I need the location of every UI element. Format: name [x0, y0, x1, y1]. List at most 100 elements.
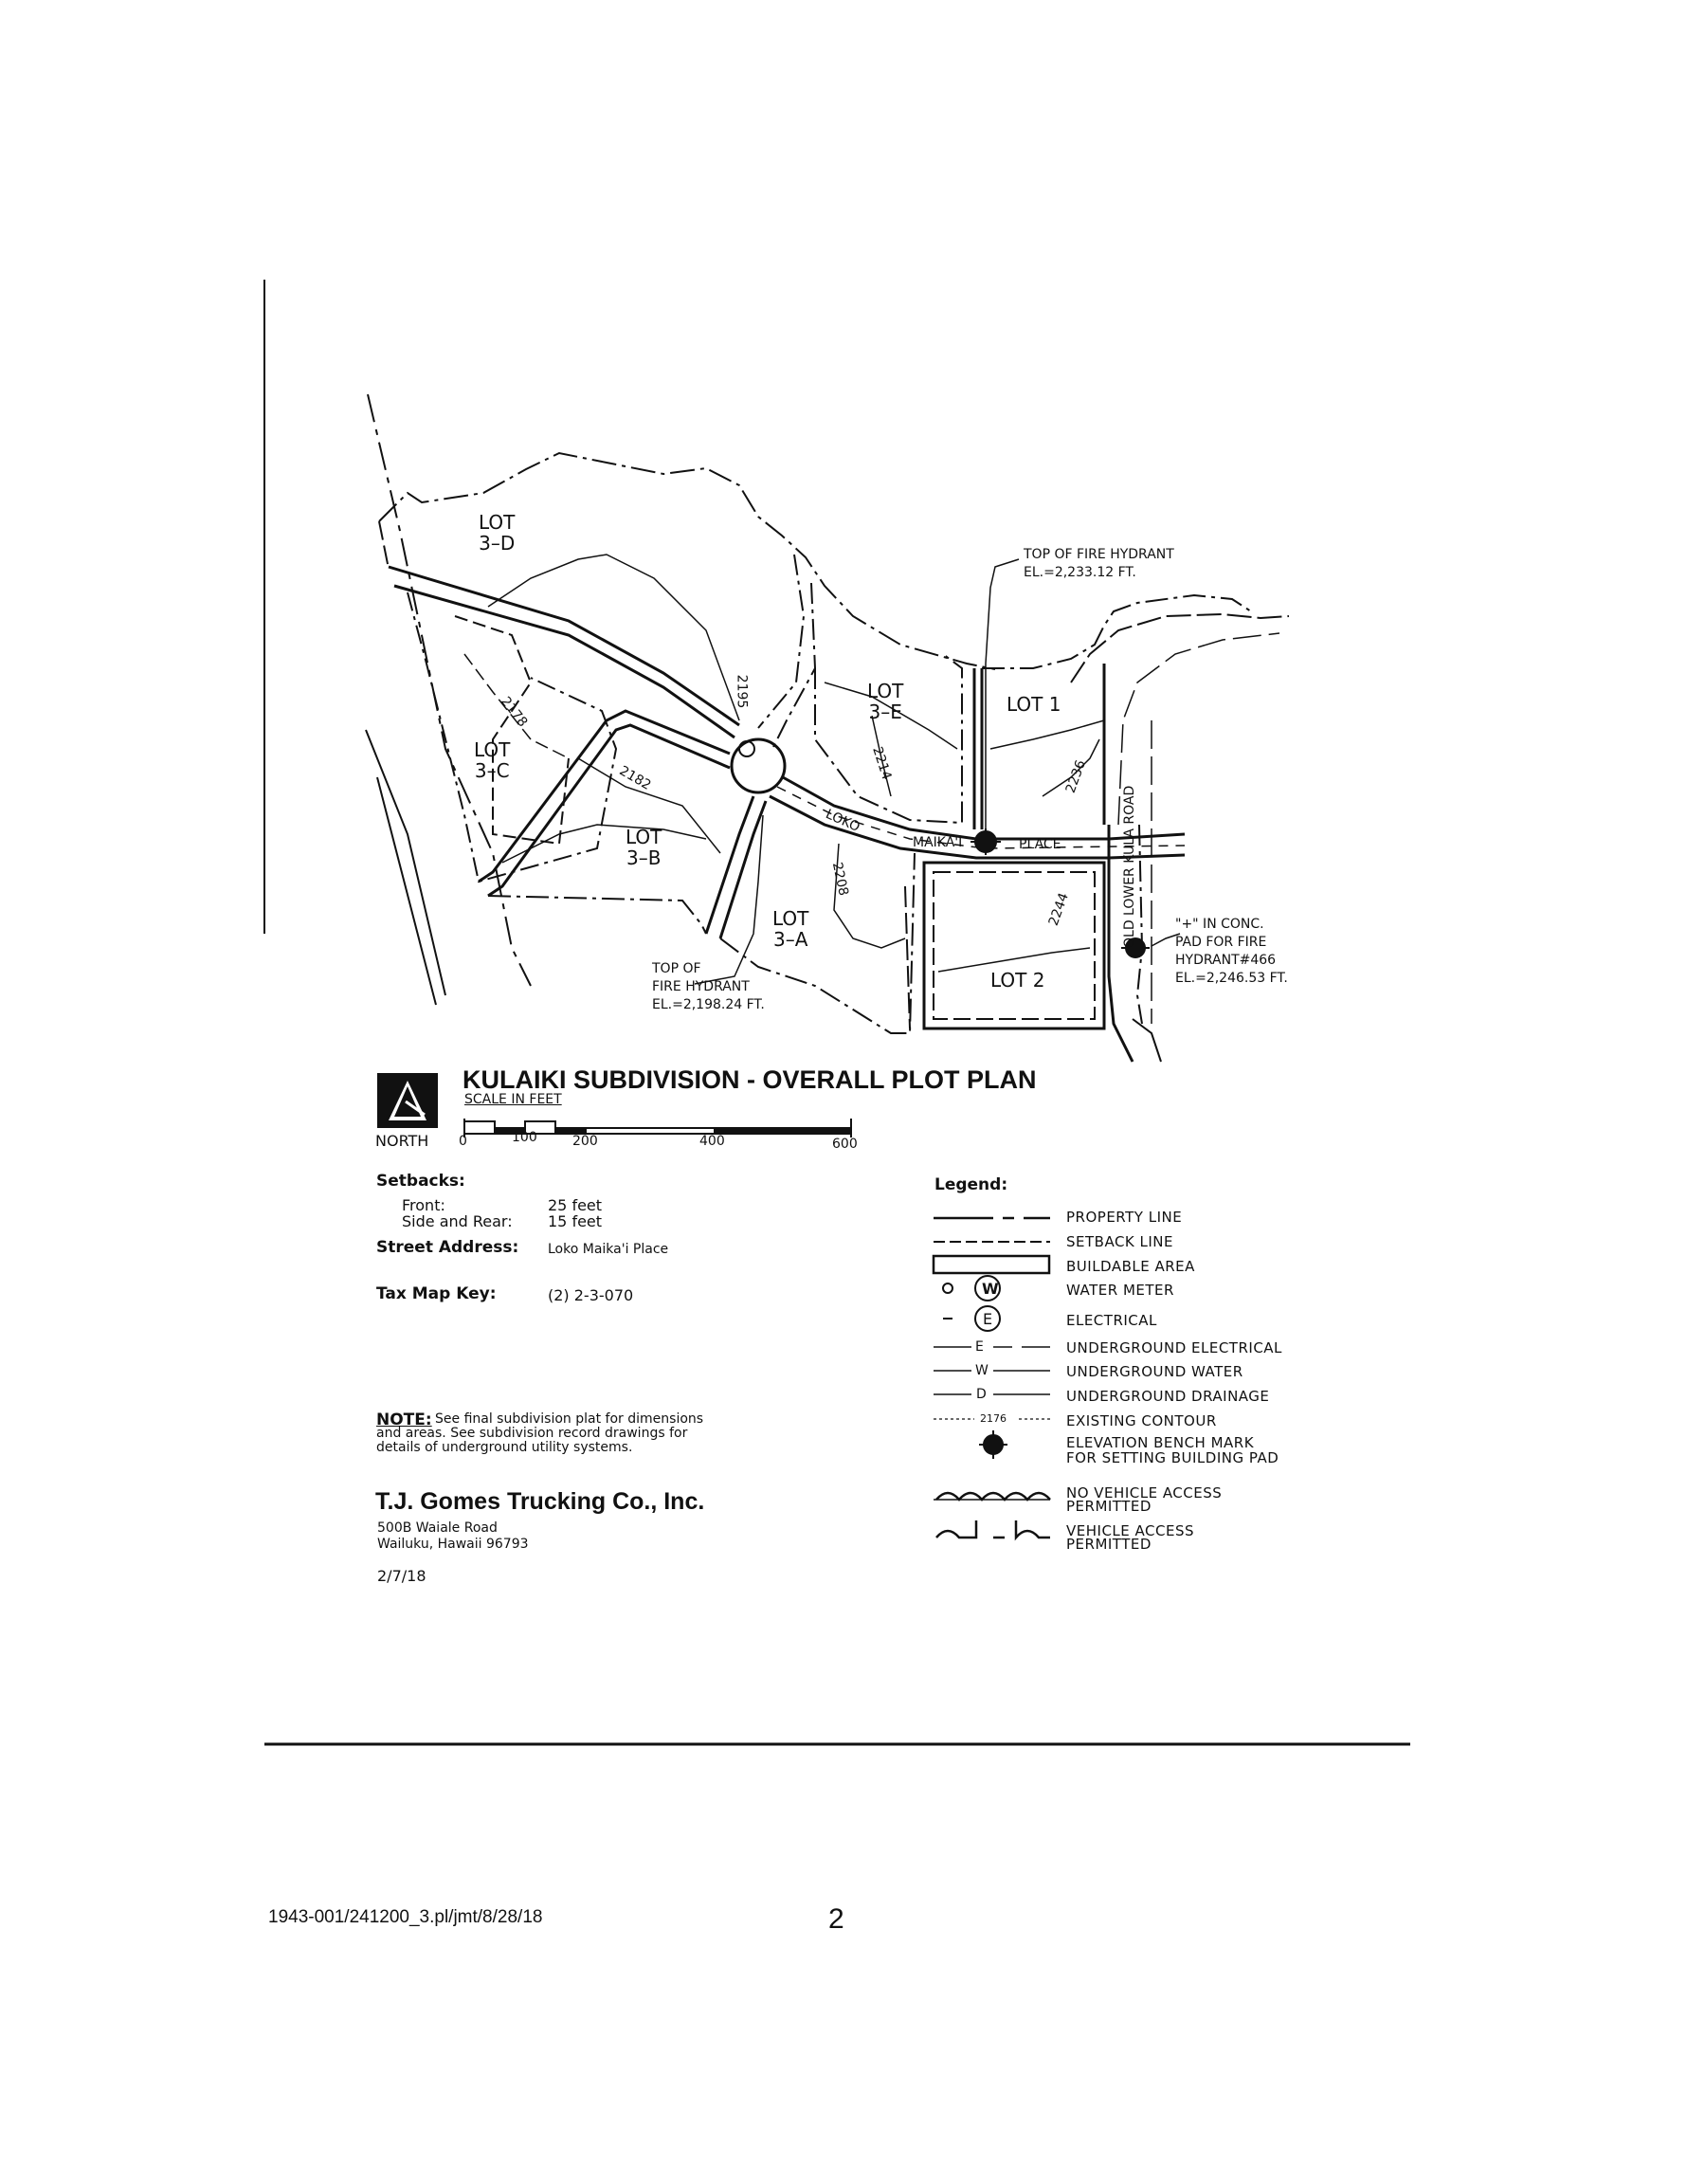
lot-1-road-curve [1070, 612, 1290, 683]
old-road-label: OLD LOWER KULA ROAD [1122, 785, 1137, 948]
contour-2208 [833, 843, 906, 949]
legend-ug-electrical-symbol: E [975, 1339, 984, 1355]
lot-3b-south [487, 895, 707, 935]
legend-label-ug-water: UNDERGROUND WATER [1066, 1363, 1243, 1380]
legend-symbols [932, 1216, 1051, 1541]
lot-3b-road-edge-2 [487, 723, 731, 898]
tax-map-key-value: (2) 2-3-070 [548, 1286, 634, 1304]
lot-3e-boundary [814, 653, 963, 825]
lot-3b-road-edge [478, 709, 731, 883]
lot-3d-label: LOT 3–D [479, 511, 516, 555]
left-road-edge-1 [365, 729, 446, 996]
side-rear-label: Side and Rear: [402, 1212, 513, 1230]
legend-label-setback-line: SETBACK LINE [1066, 1233, 1174, 1250]
contour-2178 [463, 653, 570, 759]
scale-tick-0: 0 [459, 1134, 467, 1149]
contour-label-2195: 2195 [734, 674, 750, 709]
lot-3d-west [378, 520, 390, 570]
lot-3c-label: LOT 3–C [474, 738, 511, 782]
company-address-1: 500B Waiale Road [377, 1520, 498, 1536]
contour-3b-lower [501, 824, 707, 864]
legend-title: Legend: [934, 1175, 1008, 1194]
contour-2182 [577, 757, 721, 854]
old-road-east [1135, 824, 1144, 1025]
contour-2214 [871, 715, 892, 797]
legend-label-existing-contour: EXISTING CONTOUR [1066, 1412, 1217, 1429]
lot-3d-3e-divider [757, 554, 806, 729]
company-address-2: Wailuku, Hawaii 96793 [377, 1537, 529, 1552]
hydrant-symbol-right [1121, 937, 1150, 958]
lot-3e-label: LOT 3–E [867, 680, 904, 723]
street-label-place: PLACE [1019, 837, 1061, 852]
note-label: NOTE: [376, 1410, 432, 1429]
lot-2-boundary [922, 861, 1106, 1030]
page-number: 2 [828, 1903, 844, 1935]
document-reference: 1943-001/241200_3.pl/jmt/8/28/18 [268, 1907, 543, 1927]
street-address-value: Loko Maika'i Place [548, 1242, 669, 1257]
scale-label: SCALE IN FEET [464, 1092, 562, 1107]
side-rear-value: 15 feet [548, 1212, 603, 1230]
old-road-west [1107, 825, 1134, 1063]
legend-ug-water-symbol: W [975, 1363, 989, 1378]
scale-tick-400: 400 [699, 1134, 725, 1149]
contour-3d [487, 554, 740, 721]
legend-label-property-line: PROPERTY LINE [1066, 1209, 1183, 1226]
old-road-bottom [1132, 1018, 1162, 1063]
left-boundary-line [367, 393, 532, 987]
leader-bottom-left [694, 814, 764, 985]
hydrant-label-right: "+" IN CONC. PAD FOR FIRE HYDRANT#466 EL… [1175, 917, 1288, 986]
legend-label-ug-drainage: UNDERGROUND DRAINAGE [1066, 1388, 1270, 1405]
legend-label-vehicle-access: VEHICLE ACCESS PERMITTED [1066, 1522, 1194, 1553]
lot-3a-east [904, 885, 911, 1029]
lot-3c-boundary [407, 592, 618, 883]
legend-label-bench-mark: ELEVATION BENCH MARK FOR SETTING BUILDIN… [1066, 1434, 1279, 1466]
road-centerline [776, 786, 1186, 849]
hydrant-symbol-left [738, 740, 755, 757]
lot-3b-east [704, 795, 755, 935]
scale-tick-100: 100 [512, 1130, 537, 1145]
hydrant-label-bottom-left: TOP OF FIRE HYDRANT EL.=2,198.24 FT. [652, 961, 765, 1012]
legend-contour-symbol: 2176 [980, 1412, 1007, 1425]
legend-label-ug-electrical: UNDERGROUND ELECTRICAL [1066, 1339, 1282, 1356]
plot-plan-title: KULAIKI SUBDIVISION - OVERALL PLOT PLAN [463, 1065, 1037, 1094]
scale-tick-200: 200 [572, 1134, 598, 1149]
legend-vehicle-access [935, 1520, 1050, 1541]
legend-buildable-area [932, 1254, 1051, 1275]
left-road-edge-2 [376, 776, 437, 1006]
hydrant-symbol-top [970, 828, 1001, 855]
legend-ug-drainage-symbol: D [976, 1387, 987, 1402]
lot-3e-west [771, 582, 817, 750]
legend-electrical-icon: E [983, 1310, 993, 1328]
access-road-north [388, 565, 740, 727]
legend-label-buildable-area: BUILDABLE AREA [1066, 1258, 1195, 1275]
lot-3d-boundary [378, 451, 996, 670]
legend-label-electrical: ELECTRICAL [1066, 1312, 1157, 1329]
scale-bar [463, 1119, 852, 1138]
plan-date: 2/7/18 [377, 1567, 426, 1585]
legend-label-no-vehicle-access: NO VEHICLE ACCESS PERMITTED [1066, 1484, 1223, 1515]
legend-label-water-meter: WATER METER [1066, 1282, 1174, 1299]
lot-2-inner [933, 871, 1096, 1020]
lot-1-label: LOT 1 [1007, 693, 1061, 716]
old-road-east-edge [1117, 632, 1280, 826]
lot-3b-label: LOT 3–B [626, 826, 662, 869]
scale-tick-600: 600 [832, 1137, 858, 1152]
front-value: 25 feet [548, 1196, 603, 1214]
contour-lot-1 [989, 719, 1105, 750]
north-arrow [377, 1073, 438, 1128]
hydrant-label-top-right: TOP OF FIRE HYDRANT EL.=2,233.12 FT. [1024, 547, 1174, 580]
north-label: NORTH [375, 1132, 429, 1150]
street-address-label: Street Address: [376, 1238, 519, 1257]
lot-1-north [982, 593, 1252, 669]
front-label: Front: [402, 1196, 445, 1214]
lot-3c-buildable [454, 615, 570, 846]
lot-3a-label: LOT 3–A [772, 907, 809, 951]
leader-top-right [985, 558, 1020, 834]
contour-3e [824, 682, 958, 750]
lot-3b-east-2 [718, 800, 768, 939]
lot-3a-boundary [719, 852, 916, 1034]
company-name: T.J. Gomes Trucking Co., Inc. [375, 1488, 705, 1515]
note-text: See final subdivision plat for dimension… [376, 1411, 704, 1455]
legend-no-vehicle-access [935, 1491, 1051, 1502]
